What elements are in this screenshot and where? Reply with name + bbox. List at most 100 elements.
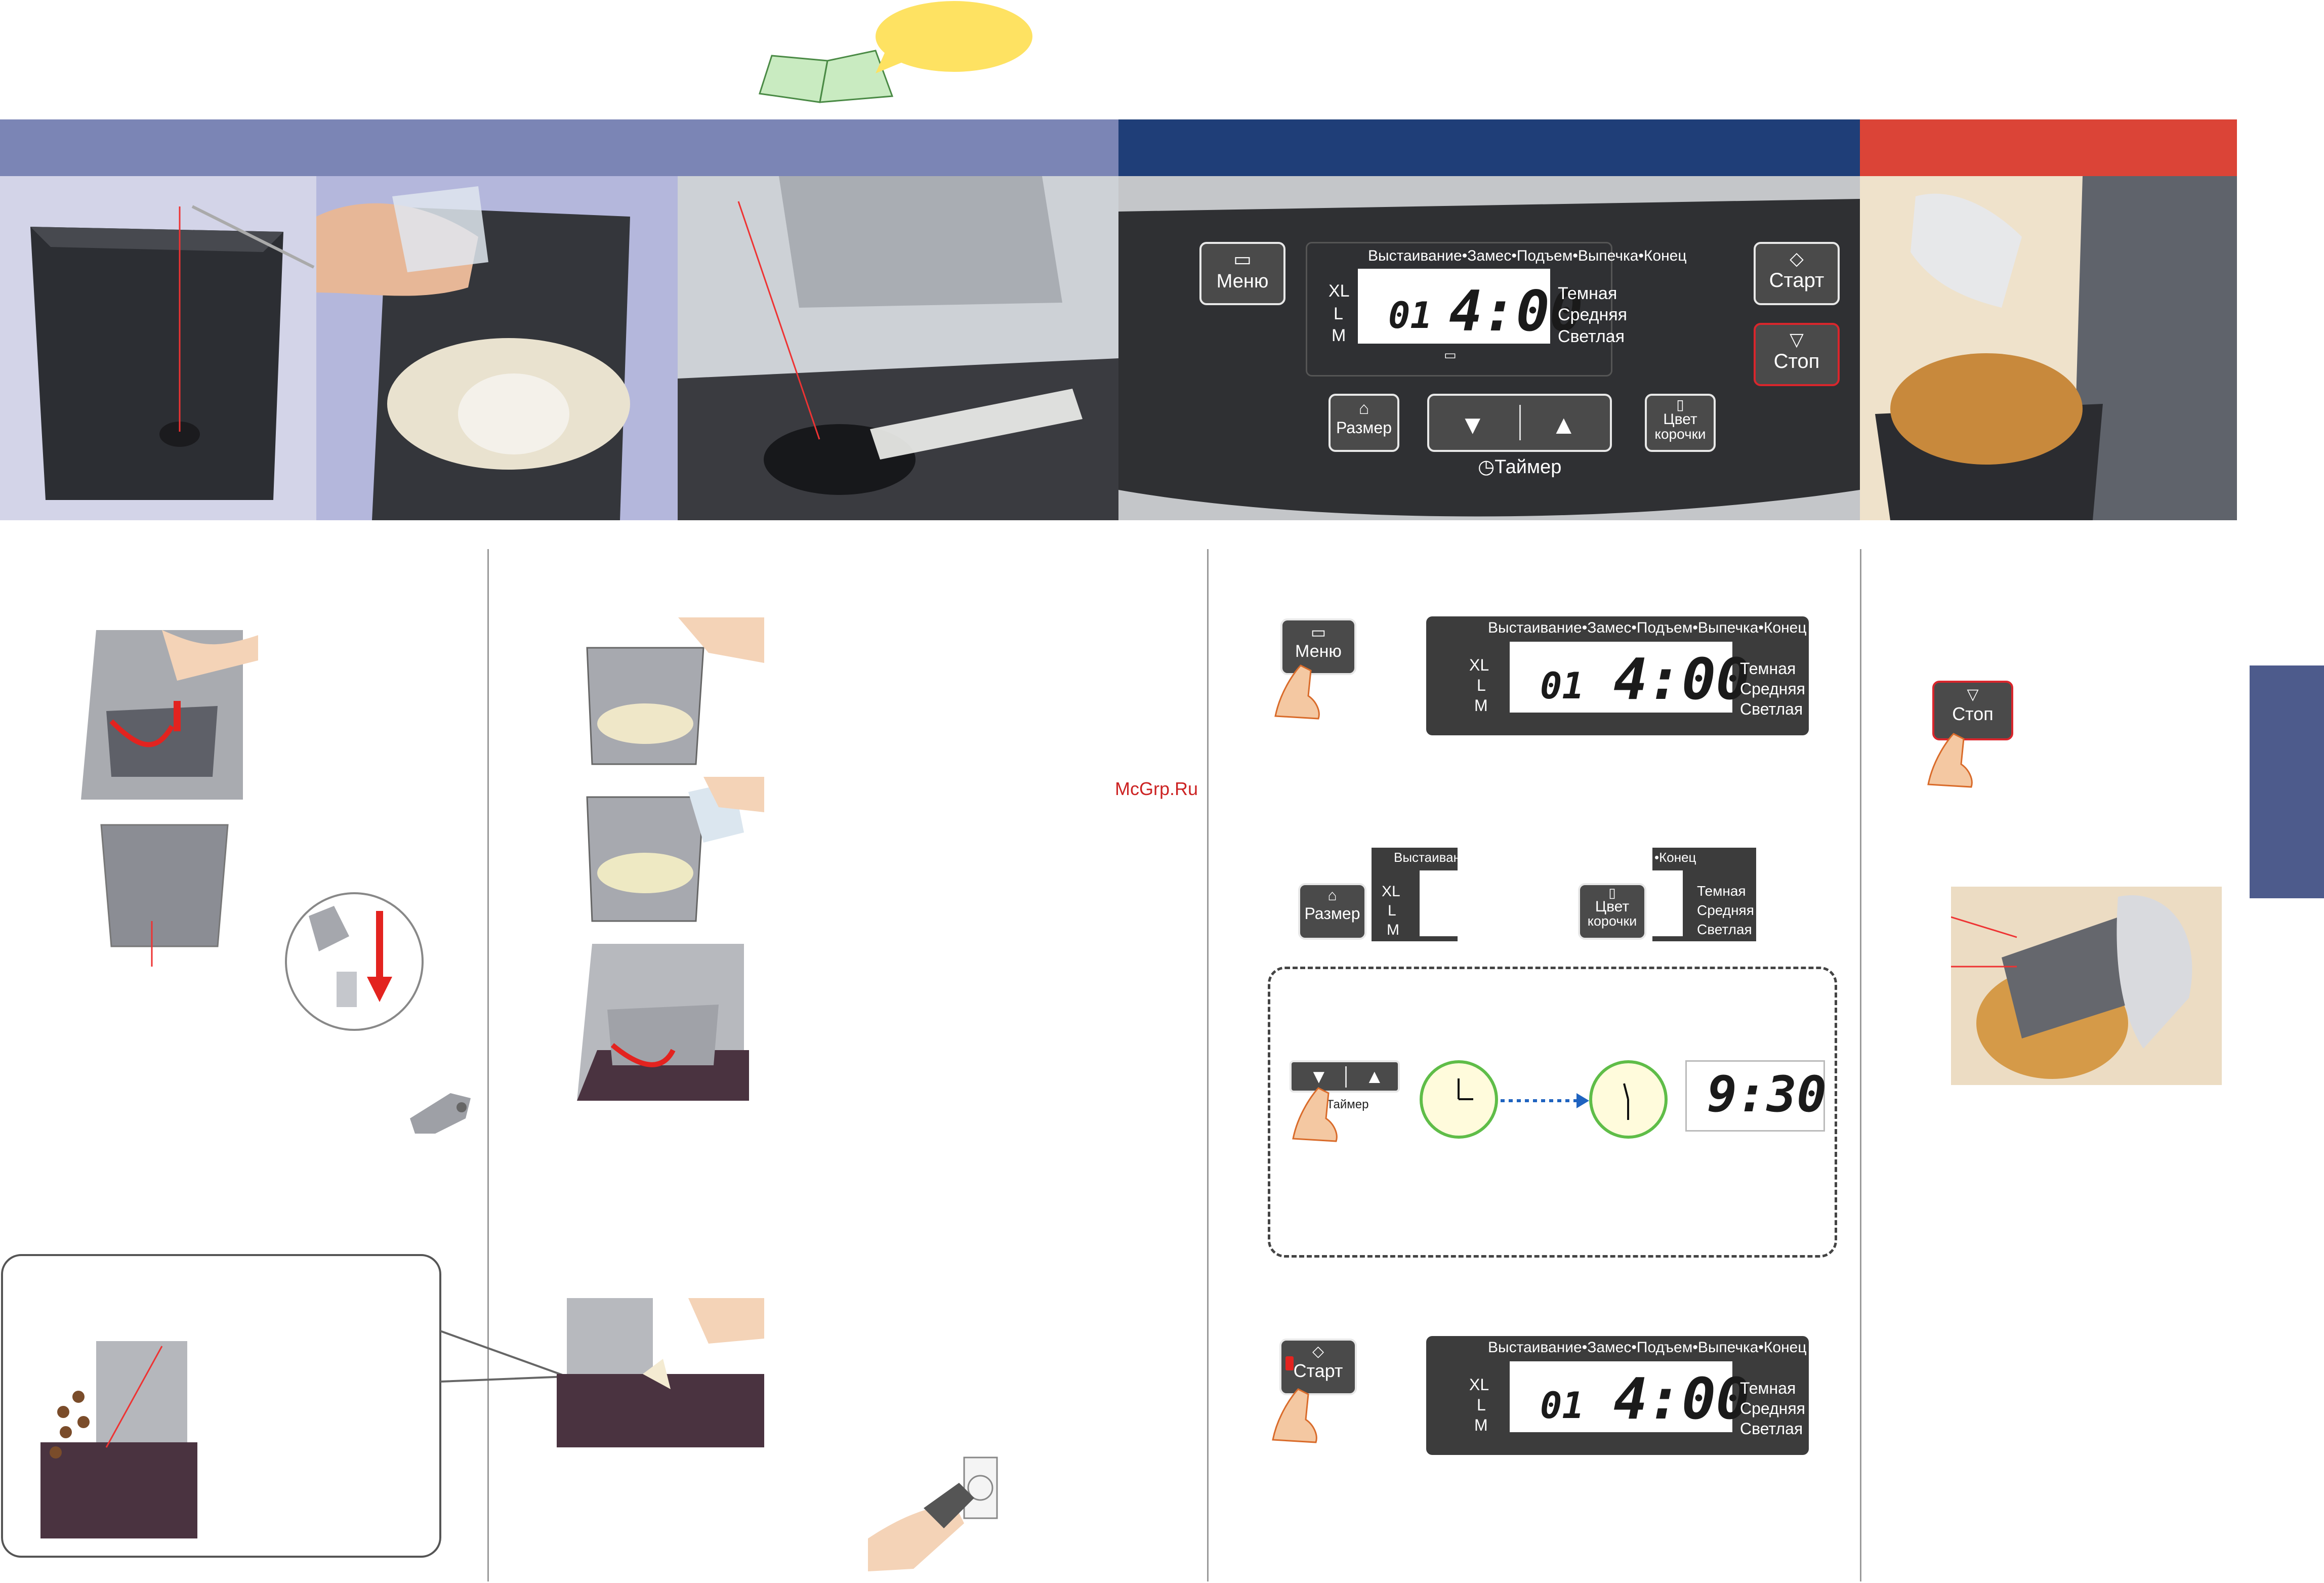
crust-icon: ▯ [1676,397,1684,412]
step1-program: 01 [1540,664,1584,707]
lcd-size-xl: XL [1329,281,1350,301]
blade-icon [405,1078,476,1139]
lcd-size-m: M [1332,326,1346,345]
step-size-label: Размер [1304,904,1360,923]
stop-button[interactable]: ▽ Стоп [1754,323,1840,386]
finger-icon [1923,729,1979,789]
lcd-screen [1358,269,1550,344]
crust-button-label-1: Цвет [1663,411,1697,428]
start-button-label: Старт [1769,269,1824,291]
crust-button[interactable]: ▯ Цвет корочки [1645,394,1716,452]
crust-mini-dark: Темная [1697,883,1746,899]
step3-program: 01 [1540,1384,1584,1427]
crust-button-label-2: корочки [1654,426,1706,442]
watermark-text: McGrp.Ru [1115,778,1198,799]
crust-mini-panel: •Конец Темная Средняя Светлая [1652,848,1756,941]
photo-control-panel: Выстаивание•Замес•Подъем•Выпечка•Конец X… [1118,176,1860,520]
illus-attach-blade [96,820,425,1037]
step-start-button[interactable]: ◇ Старт [1279,1339,1357,1395]
clock-icon: ◷ [1478,456,1495,478]
step1-crust-light: Светлая [1740,700,1803,718]
size-mini-screen [1420,870,1458,936]
book-icon: ▭ [1233,249,1252,270]
photo-removing-bread [1860,176,2237,520]
crust-mini-screen [1652,870,1683,936]
arrow-up-icon: ▲ [1551,410,1577,440]
step1-size-l: L [1477,676,1486,694]
plug-socket-icon [868,1452,1000,1571]
step-crust-label-1: Цвет [1595,898,1630,915]
step3-size-xl: XL [1469,1376,1489,1394]
step3-crust-light: Светлая [1740,1420,1803,1438]
photo-bread-out [1950,887,2222,1085]
timer-up-icon: ▲ [1365,1066,1384,1088]
photo-adding-yeast [678,176,1118,520]
size-button-label: Размер [1336,419,1392,437]
finger-icon [1270,660,1326,721]
step-menu-button[interactable]: ▭ Меню [1280,618,1356,675]
callout-pointer [440,1330,567,1383]
step3-size-m: M [1474,1416,1488,1434]
lcd-status-row: Выстаивание•Замес•Подъем•Выпечка•Конец [1368,247,1687,264]
step-size-button[interactable]: ⌂ Размер [1298,883,1366,940]
lcd-size-l: L [1334,304,1343,323]
manual-book-icon [757,20,908,121]
illus-insert-pan [577,944,764,1101]
step3-size-l: L [1477,1396,1486,1414]
lcd-crust-light: Светлая [1558,327,1625,346]
timer-step-buttons[interactable]: ▼ ▲ [1290,1060,1400,1093]
size-mini-l: L [1388,902,1396,919]
book-icon: ▭ [1310,623,1326,641]
dotted-arrow [1501,1093,1589,1108]
size-mini-xl: XL [1382,883,1400,900]
arrow-divider [1519,405,1521,440]
lcd-program-number: 01 [1388,294,1432,337]
main-lcd-panel: Выстаивание•Замес•Подъем•Выпечка•Конец X… [1306,242,1687,377]
step3-time: 4:00 [1613,1366,1750,1432]
step3-crust-dark: Темная [1740,1379,1796,1397]
menu-button-label: Меню [1216,271,1269,292]
clock-end-icon [1589,1060,1668,1139]
crust-icon: ▯ [1608,885,1616,900]
crust-mini-header: •Конец [1654,850,1696,865]
divider-1 [487,549,489,1581]
size-mini-panel: Выстаивание XL L M [1372,848,1475,941]
timer-arrows-button[interactable]: ▼ ▲ [1427,394,1612,452]
stop-icon: ▽ [1790,329,1804,350]
size-mini-header: Выстаивание [1394,850,1475,865]
photo-empty-pan [0,176,316,520]
step3-crust-medium: Средняя [1740,1399,1805,1418]
start-button[interactable]: ◇ Старт [1754,242,1840,305]
illus-add-yeast-dispenser [557,1298,764,1447]
clock-start-icon [1420,1060,1498,1139]
timer-divider [1345,1066,1347,1088]
speech-bubble-icon [870,0,1032,76]
lcd-crust-medium: Средняя [1558,305,1628,324]
step-crust-button[interactable]: ▯ Цвет корочки [1578,883,1646,940]
step-crust-label-2: корочки [1587,913,1637,929]
step1-screen [1510,642,1732,713]
crust-mini-medium: Средняя [1697,902,1754,918]
step1-status-row: Выстаивание•Замес•Подъем•Выпечка•Конец [1488,619,1807,636]
menu-button[interactable]: ▭ Меню [1199,242,1285,305]
size-mini-m: M [1387,922,1399,938]
lcd-crust-dark: Темная [1558,284,1617,303]
divider-3 [1860,549,1861,1581]
step3-screen [1510,1361,1732,1432]
timer-result-value: 9:30 [1707,1066,1827,1123]
size-button[interactable]: ⌂ Размер [1329,394,1399,452]
illus-remove-pan [76,630,258,800]
step-stop-button[interactable]: ▽ Стоп [1932,681,2013,740]
start-diamond-icon: ◇ [1790,248,1804,269]
header-band-settings [1118,119,1860,176]
step3-status-row: Выстаивание•Замес•Подъем•Выпечка•Конец [1488,1339,1807,1356]
start-indicator-led [1285,1356,1294,1370]
timer-result-display: 9:30 [1685,1060,1827,1132]
lcd-time: 4:00 [1449,279,1583,344]
step-stop-label: Стоп [1952,703,1994,724]
finger-icon [1288,1083,1344,1144]
step1-time: 4:00 [1613,647,1750,713]
timer-dashed-box [1268,967,1837,1258]
arrow-down-icon: ▼ [1460,410,1486,440]
photo-pouring-water [316,176,678,520]
